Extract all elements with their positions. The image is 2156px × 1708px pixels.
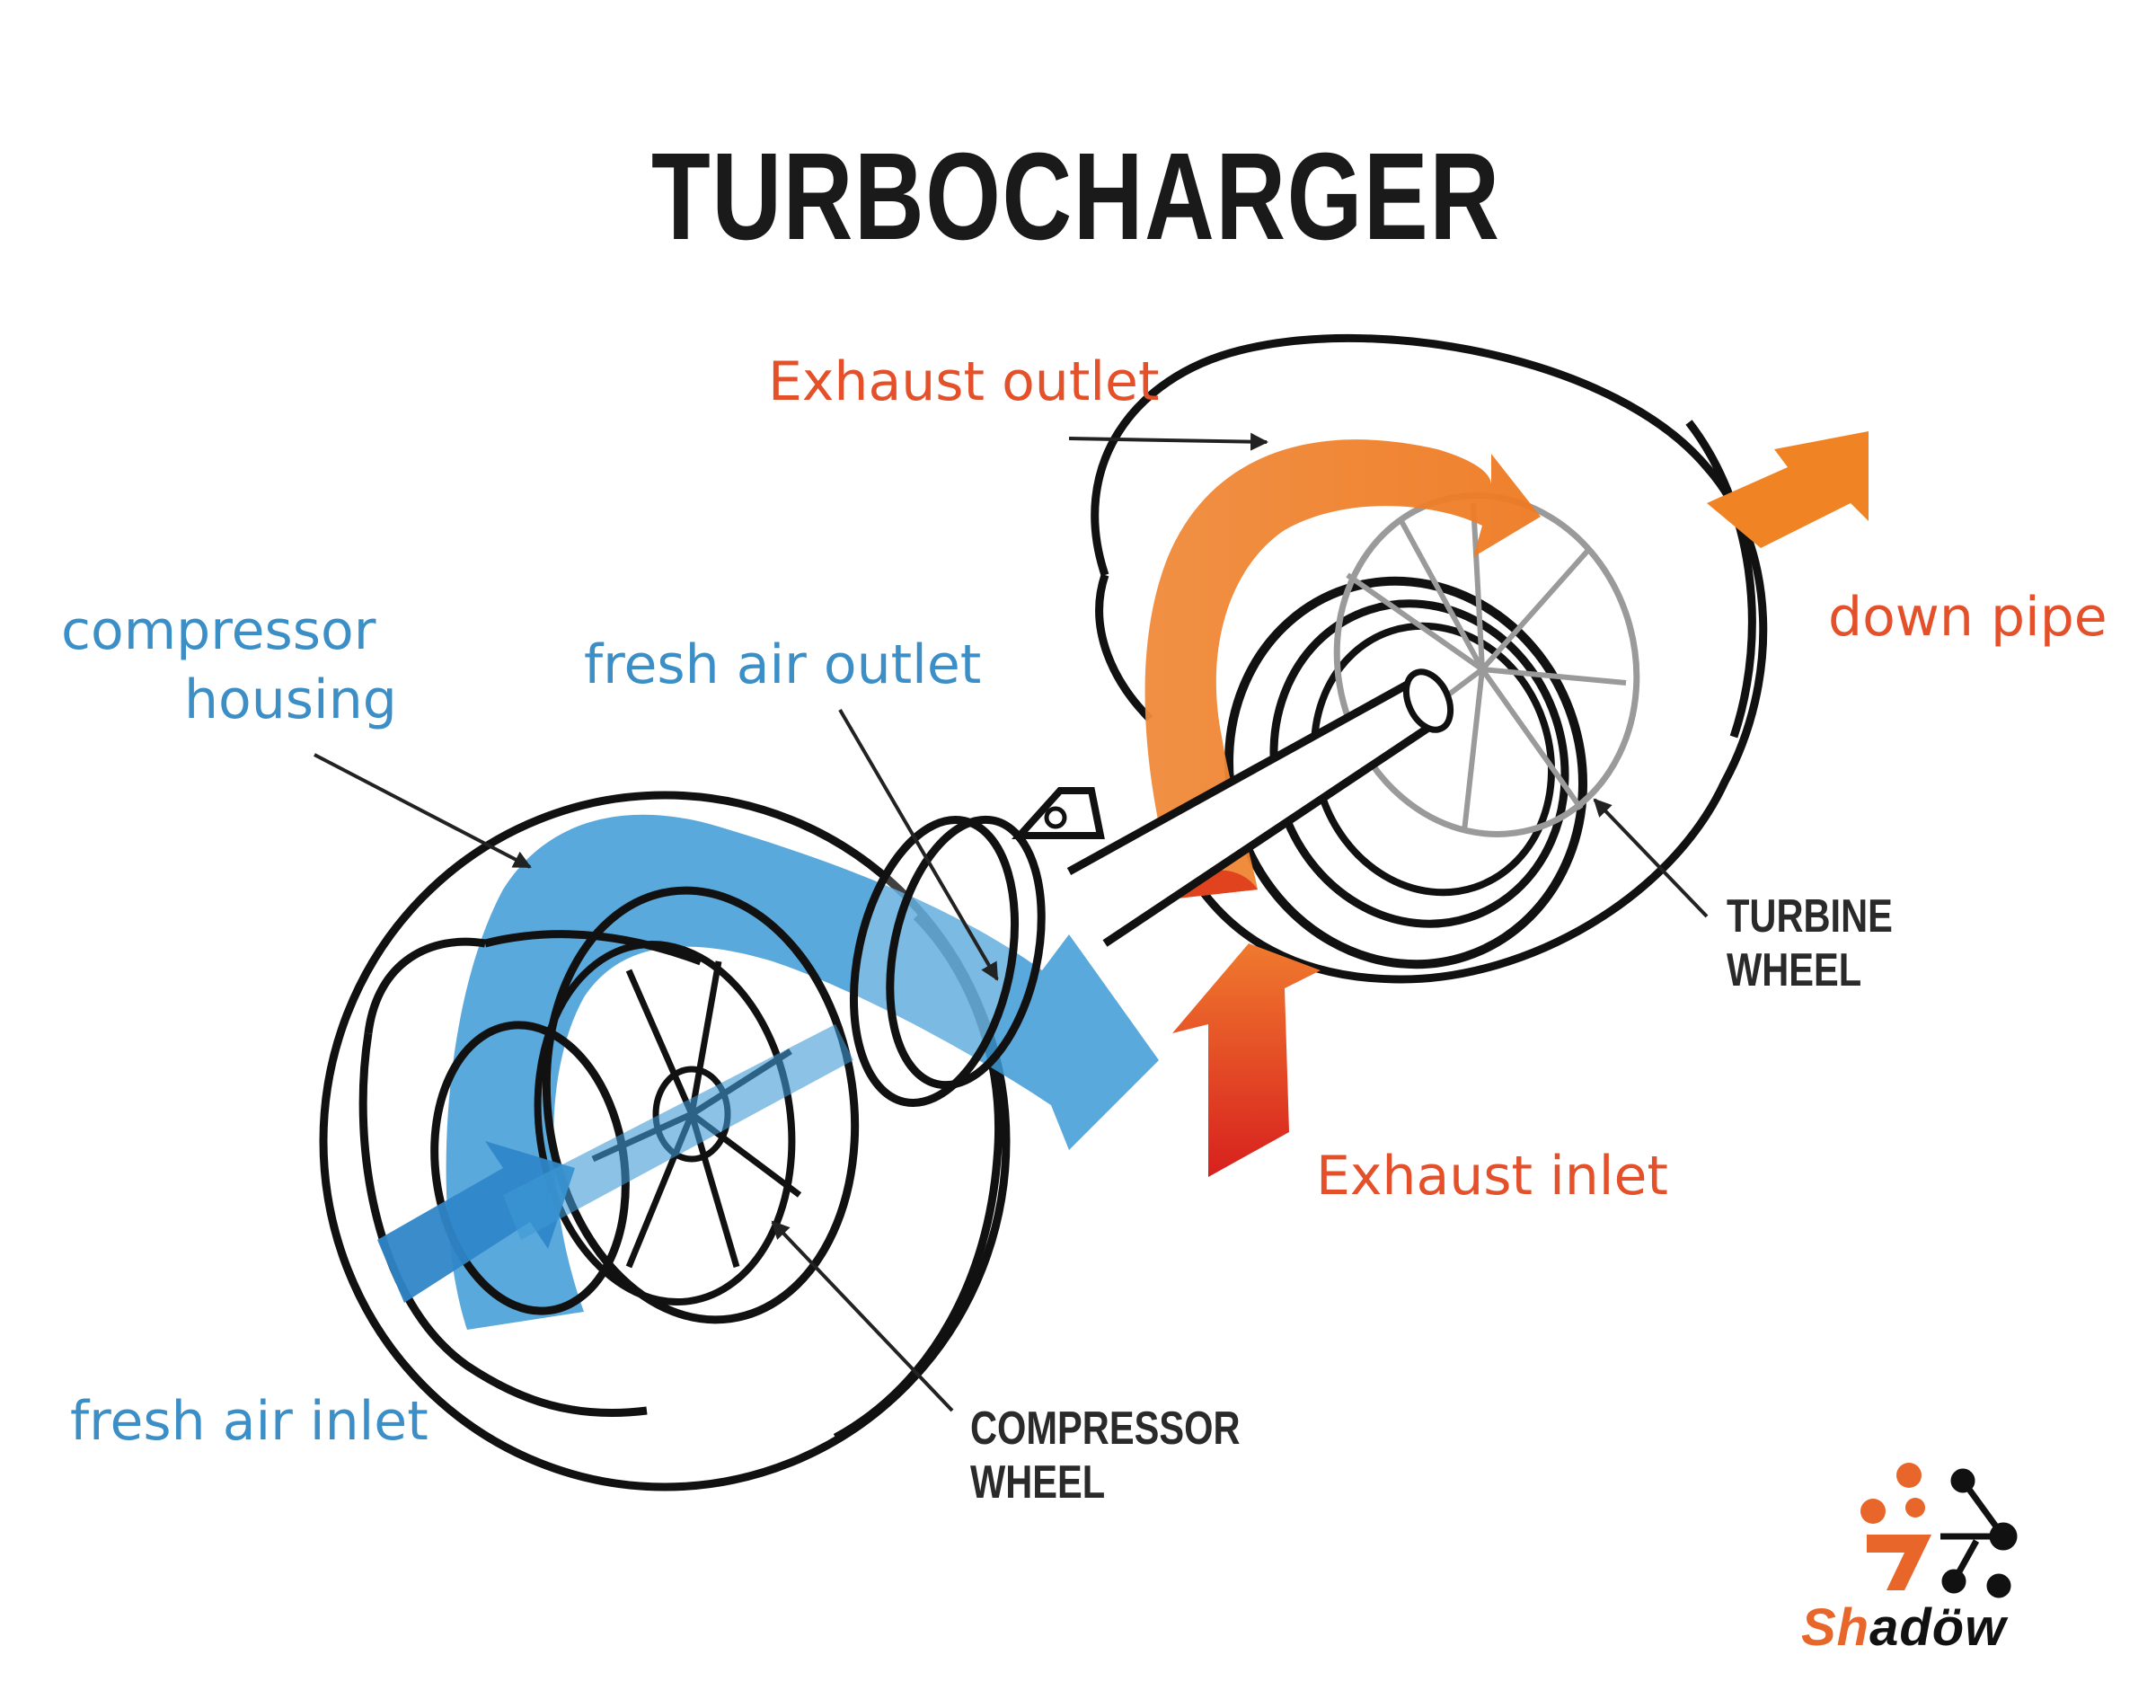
turbine-wheel-label: TURBINE WHEEL [1727, 889, 1893, 997]
compressor-inlet-cylinder [358, 886, 860, 1417]
fresh-air-inlet-label: fresh air inlet [70, 1390, 429, 1453]
compressor-wheel-label: COMPRESSOR WHEEL [970, 1402, 1240, 1509]
down-pipe-arrow [1707, 431, 1869, 548]
turbine-wheel-label-line2: WHEEL [1727, 944, 1862, 996]
exhaust-inlet-label: Exhaust inlet [1316, 1145, 1668, 1208]
down-pipe-label: down pipe [1828, 586, 2107, 649]
exhaust-outlet-label: Exhaust outlet [768, 350, 1160, 413]
shadow-logo-mark [1860, 1463, 2018, 1598]
fresh-air-inlet-arrow [377, 1141, 575, 1303]
turbine-wheel-label-line1: TURBINE [1727, 890, 1893, 942]
shadow-logo-wordmark: Shadöw [1801, 1598, 2007, 1657]
compressor-wheel-label-line1: COMPRESSOR [970, 1403, 1241, 1455]
compressor-wheel-label-line2: WHEEL [970, 1456, 1106, 1509]
compressor-housing-label-line1: compressor [61, 599, 376, 662]
exhaust-flow-curve [1144, 439, 1541, 898]
pointer-lines [314, 432, 1709, 1412]
page-title: TURBOCHARGER [650, 128, 1501, 266]
fresh-air-outlet-label: fresh air outlet [584, 633, 982, 696]
exhaust-inlet-arrow [1172, 943, 1321, 1177]
center-housing [849, 815, 1046, 1107]
shaft [1066, 668, 1454, 947]
compressor-housing-label-line2: housing [184, 668, 397, 731]
